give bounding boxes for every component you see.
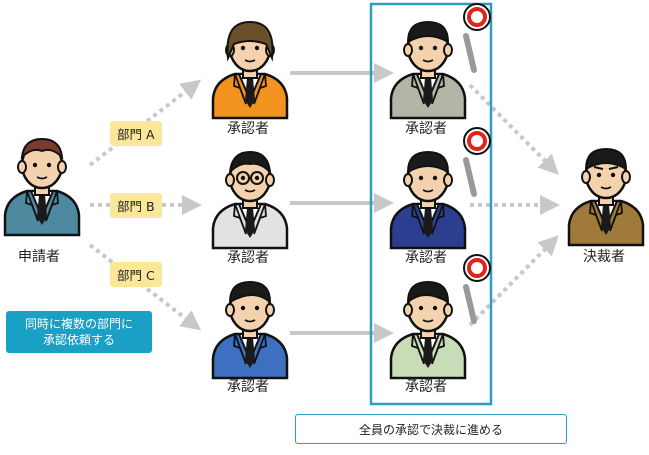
applicant-label: 申請者 bbox=[18, 249, 60, 265]
approver-b-figure bbox=[211, 150, 289, 250]
approver-a2-figure bbox=[389, 20, 467, 120]
arrow-applicant-to-c bbox=[88, 243, 202, 331]
approver-c2-figure bbox=[389, 280, 467, 380]
note-line-2: 承認依頼する bbox=[42, 333, 115, 347]
approver-label: 承認者 bbox=[405, 121, 447, 137]
approver-label: 承認者 bbox=[405, 250, 447, 266]
department-tag-a: 部門 A bbox=[110, 121, 162, 146]
approval-group-frame bbox=[369, 2, 493, 406]
approver-a-figure bbox=[211, 20, 289, 120]
approval-stamp-icon bbox=[463, 127, 491, 197]
decider-label: 決裁者 bbox=[583, 249, 625, 265]
approval-stamp-icon bbox=[463, 3, 491, 73]
arrow-c-to-decider bbox=[468, 235, 559, 327]
approver-label: 承認者 bbox=[227, 250, 269, 266]
approver-label: 承認者 bbox=[405, 379, 447, 395]
approver-label: 承認者 bbox=[227, 121, 269, 137]
arrow-applicant-to-a bbox=[88, 79, 202, 167]
department-tag-c: 部門 C bbox=[110, 262, 162, 287]
department-tag-b: 部門 B bbox=[110, 193, 162, 218]
note-line-1: 同時に複数の部門に bbox=[24, 317, 133, 331]
approver-c-figure bbox=[211, 280, 289, 380]
applicant-figure bbox=[3, 137, 81, 237]
decider-figure bbox=[567, 147, 645, 247]
all-approval-caption: 全員の承認で決裁に進める bbox=[295, 414, 567, 444]
parallel-request-note: 同時に複数の部門に 承認依頼する bbox=[6, 311, 152, 353]
approver-b2-figure bbox=[389, 150, 467, 250]
approver-label: 承認者 bbox=[227, 379, 269, 395]
approval-stamp-icon bbox=[463, 254, 491, 324]
